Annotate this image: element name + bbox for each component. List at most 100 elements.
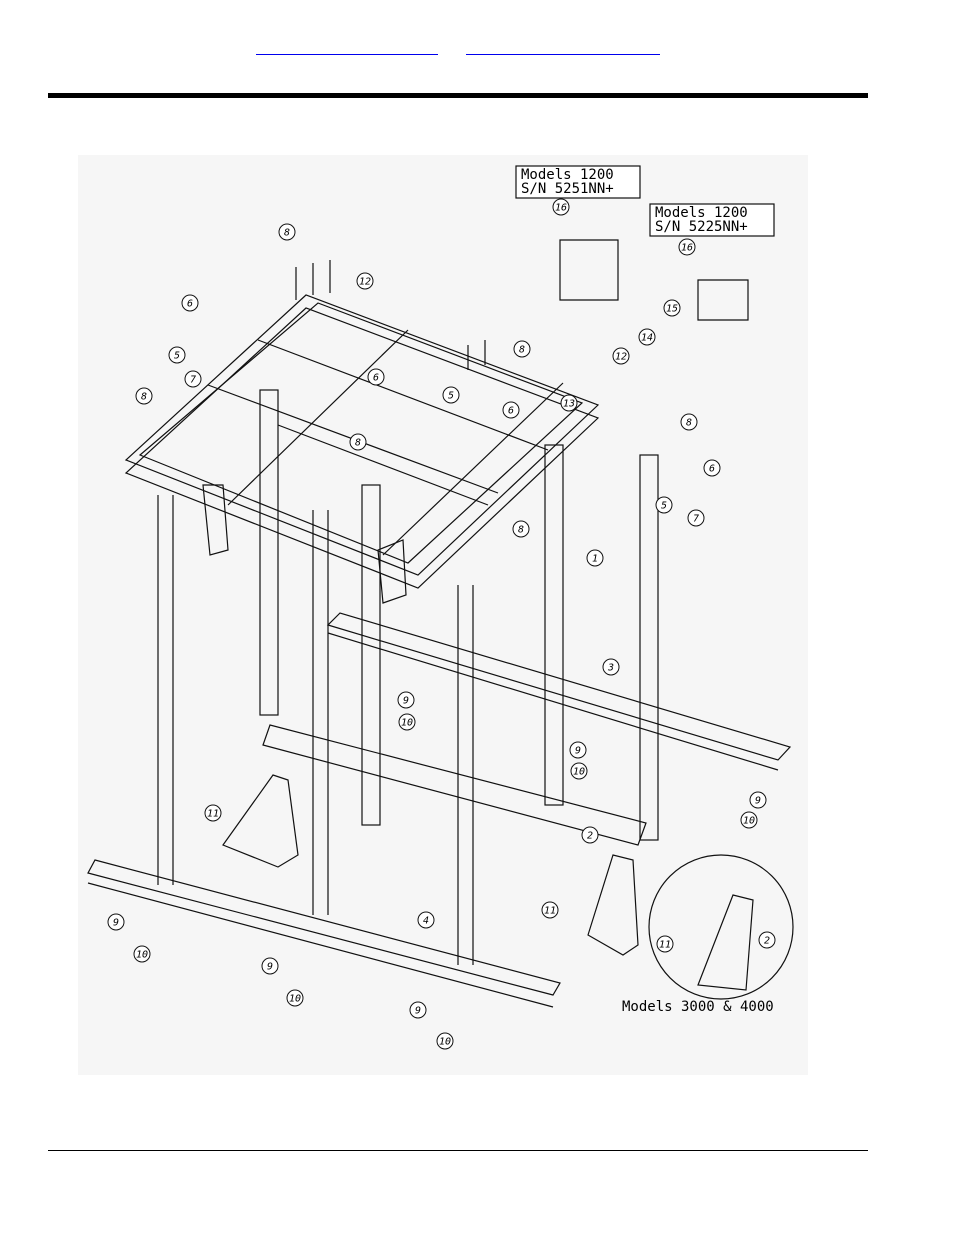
callout-label: 6 (709, 464, 715, 475)
callout-label: 16 (681, 243, 693, 254)
callout-2: 2 (758, 931, 776, 949)
callout-5: 5 (442, 386, 460, 404)
callout-label: 12 (615, 352, 627, 363)
callout-label: 5 (661, 501, 667, 512)
callout-circle (687, 509, 705, 527)
callout-label: 1 (592, 554, 598, 565)
callout-label: 6 (187, 299, 193, 310)
callout-label: 9 (113, 918, 119, 929)
callout-circle (502, 401, 520, 419)
header-links (256, 38, 676, 56)
callout-label: 11 (544, 906, 556, 917)
callout-8: 8 (512, 520, 530, 538)
callout-circle (678, 238, 696, 256)
callout-circle (663, 299, 681, 317)
bottom-rule (48, 1150, 868, 1151)
callout-9: 9 (261, 957, 279, 975)
callout-14: 14 (638, 328, 656, 346)
callout-15: 15 (663, 299, 681, 317)
callout-circle (367, 368, 385, 386)
callout-label: 15 (666, 304, 678, 315)
callout-circle (442, 386, 460, 404)
callout-circle (168, 346, 186, 364)
frame-linework (87, 239, 794, 1008)
callout-16: 16 (678, 238, 696, 256)
callout-circle (135, 387, 153, 405)
model-box-2-line2: S/N 5225NN+ (655, 219, 748, 235)
callout-circle (261, 957, 279, 975)
callout-circle (184, 370, 202, 388)
callout-label: 12 (359, 277, 371, 288)
callout-1: 1 (586, 549, 604, 567)
callout-circle (740, 811, 758, 829)
top-rule (48, 93, 868, 98)
callout-12: 12 (356, 272, 374, 290)
callout-12: 12 (612, 347, 630, 365)
callout-10: 10 (286, 989, 304, 1007)
callout-label: 7 (693, 514, 699, 525)
callout-8: 8 (135, 387, 153, 405)
callout-5: 5 (655, 496, 673, 514)
bracket-16-a (559, 239, 619, 301)
callout-label: 8 (518, 525, 524, 536)
callout-11: 11 (656, 935, 674, 953)
callout-8: 8 (349, 433, 367, 451)
callout-circle (417, 911, 435, 929)
model-box-1-line2: S/N 5251NN+ (521, 181, 614, 197)
callout-circle (513, 340, 531, 358)
callout-circle (356, 272, 374, 290)
callout-label: 10 (573, 767, 585, 778)
model-box-1-line1: Models 1200 (521, 167, 614, 183)
callout-4: 4 (417, 911, 435, 929)
callout-circle (409, 1001, 427, 1019)
callout-10: 10 (133, 945, 151, 963)
callout-circle (349, 433, 367, 451)
parts-diagram: Models 1200 S/N 5251NN+ Models 1200 S/N … (78, 155, 808, 1075)
callout-8: 8 (680, 413, 698, 431)
frame-exploded-view: Models 1200 S/N 5251NN+ Models 1200 S/N … (87, 165, 794, 1050)
callout-circle (703, 459, 721, 477)
callout-2: 2 (581, 826, 599, 844)
callout-10: 10 (398, 713, 416, 731)
callout-10: 10 (436, 1032, 454, 1050)
callout-label: 10 (439, 1037, 451, 1048)
toolbar-3 (326, 612, 792, 761)
callout-circle (656, 935, 674, 953)
callout-label: 9 (415, 1006, 421, 1017)
callout-label: 13 (563, 399, 575, 410)
callout-label: 11 (207, 809, 219, 820)
callout-label: 6 (508, 406, 514, 417)
callout-circle (749, 791, 767, 809)
callout-10: 10 (740, 811, 758, 829)
callout-6: 6 (181, 294, 199, 312)
header-link-1[interactable] (256, 38, 438, 55)
callout-circle (436, 1032, 454, 1050)
callout-label: 8 (355, 438, 361, 449)
tube-2 (262, 724, 647, 846)
callout-label: 2 (764, 936, 770, 947)
callout-circle (286, 989, 304, 1007)
callout-circle (181, 294, 199, 312)
model-box-1: Models 1200 S/N 5251NN+ (515, 165, 641, 199)
callout-label: 9 (403, 696, 409, 707)
callout-9: 9 (749, 791, 767, 809)
callout-6: 6 (367, 368, 385, 386)
bracket-16-b (697, 279, 749, 321)
callout-circle (512, 520, 530, 538)
callout-label: 16 (555, 203, 567, 214)
callout-label: 7 (190, 375, 196, 386)
callout-7: 7 (687, 509, 705, 527)
callout-circle (612, 347, 630, 365)
callout-9: 9 (569, 741, 587, 759)
callout-circle (107, 913, 125, 931)
callout-label: 14 (641, 333, 653, 344)
header-link-2[interactable] (466, 38, 660, 55)
callout-label: 5 (174, 351, 180, 362)
callout-circle (397, 691, 415, 709)
callout-circle (569, 741, 587, 759)
callout-label: 10 (743, 816, 755, 827)
callout-label: 2 (587, 831, 593, 842)
callout-9: 9 (107, 913, 125, 931)
callout-label: 5 (448, 391, 454, 402)
model-box-2: Models 1200 S/N 5225NN+ (649, 203, 775, 237)
